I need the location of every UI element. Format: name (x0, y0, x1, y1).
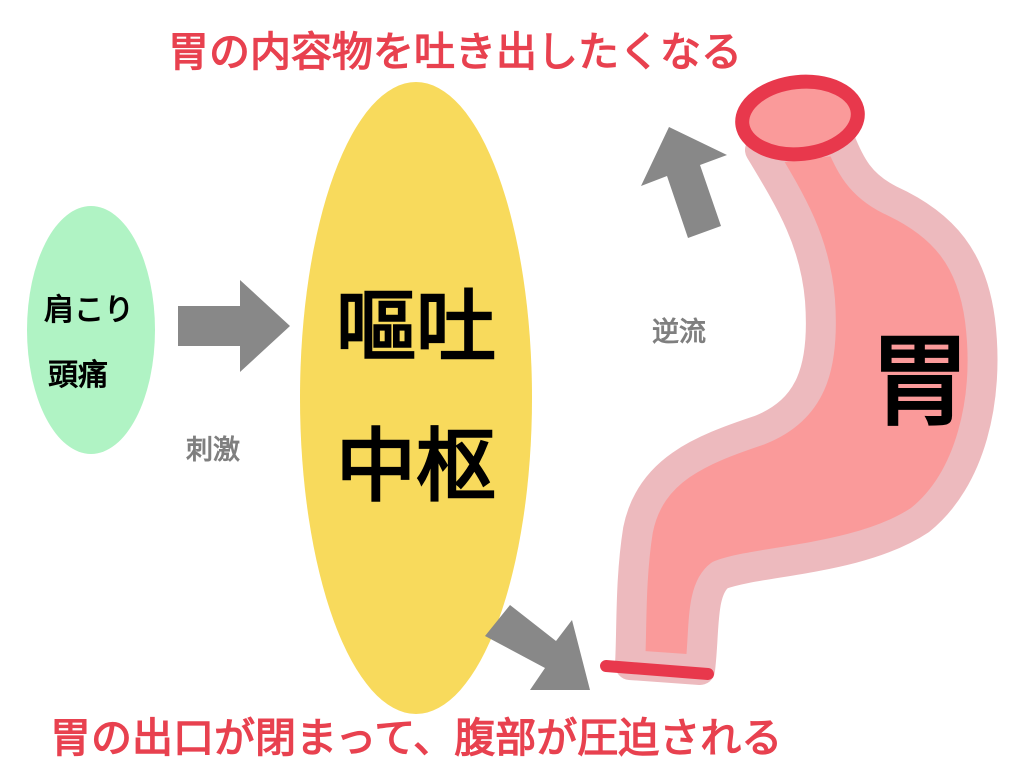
cause-line2: 頭痛 (48, 358, 108, 393)
stomach-shape (615, 125, 998, 685)
cause-line1: 肩こり (44, 293, 134, 328)
title-bottom: 胃の出口が閉まって、腹部が圧迫される (50, 714, 783, 762)
center-line2: 中枢 (336, 420, 496, 513)
stimulus-label: 刺激 (186, 435, 240, 466)
stomach-exit (600, 660, 714, 680)
center-line1: 嘔吐 (336, 281, 496, 374)
cause-oval (27, 206, 155, 454)
title-top: 胃の内容物を吐き出したくなる (168, 28, 742, 76)
stomach-label: 胃 (870, 323, 970, 440)
arrow-right-icon (178, 280, 290, 372)
reflux-label: 逆流 (652, 317, 706, 348)
arrow-up-icon (641, 127, 727, 238)
stomach-entrance (735, 74, 865, 162)
vomiting-center-oval (300, 82, 532, 714)
arrow-down-right-icon (485, 605, 590, 690)
